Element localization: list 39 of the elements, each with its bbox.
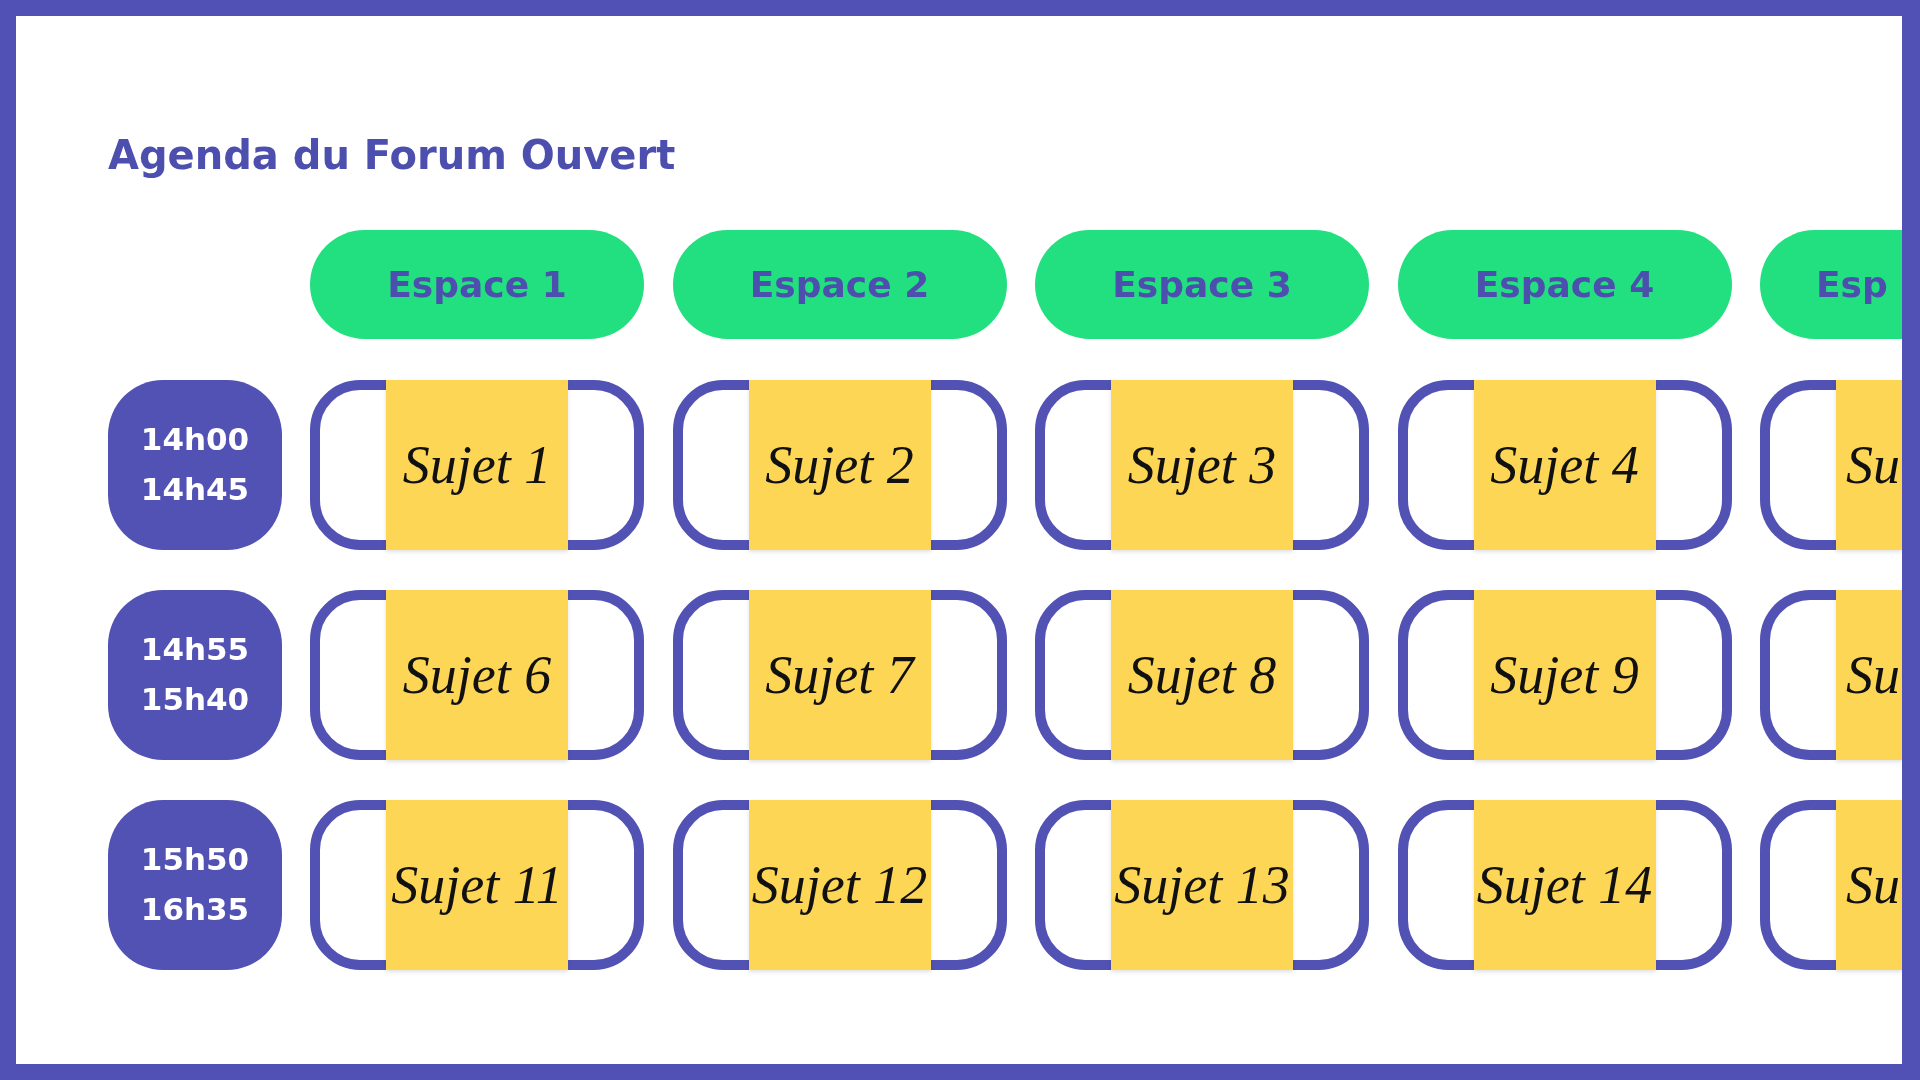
session-slot bbox=[672, 380, 1007, 550]
sticky-note: Sujet 3 bbox=[1111, 380, 1293, 550]
sticky-note: Sujet 6 bbox=[386, 590, 568, 760]
space-header: Espace 4 bbox=[1397, 230, 1732, 339]
session-slot bbox=[1035, 380, 1369, 550]
sticky-note: Su bbox=[1836, 800, 1902, 970]
sticky-note: Sujet 2 bbox=[748, 380, 931, 550]
session-slot bbox=[1760, 800, 1902, 970]
space-header: Espace 2 bbox=[672, 230, 1007, 339]
session-slot bbox=[1035, 800, 1369, 970]
session-slot bbox=[310, 800, 644, 970]
session-slot bbox=[1397, 380, 1732, 550]
session-slot bbox=[1760, 380, 1902, 550]
session-slot bbox=[672, 590, 1007, 760]
sticky-note: Sujet 13 bbox=[1111, 800, 1293, 970]
sticky-note: Sujet 4 bbox=[1473, 380, 1656, 550]
sticky-note: Sujet 14 bbox=[1473, 800, 1656, 970]
sticky-note: Sujet 1 bbox=[386, 380, 568, 550]
sticky-note: Su bbox=[1836, 380, 1902, 550]
space-header: Espace 1 bbox=[310, 230, 644, 339]
time-slot: 15h50 16h35 bbox=[108, 800, 282, 970]
title: Agenda du Forum Ouvert bbox=[108, 132, 676, 178]
sticky-note: Sujet 9 bbox=[1473, 590, 1656, 760]
time-slot: 14h55 15h40 bbox=[108, 590, 282, 760]
session-slot bbox=[310, 380, 644, 550]
sticky-note: Sujet 8 bbox=[1111, 590, 1293, 760]
space-header: Esp bbox=[1760, 230, 1902, 339]
sticky-note: Sujet 11 bbox=[386, 800, 568, 970]
space-header: Espace 3 bbox=[1035, 230, 1369, 339]
sticky-note: Sujet 7 bbox=[748, 590, 931, 760]
session-slot bbox=[310, 590, 644, 760]
session-slot bbox=[1397, 800, 1732, 970]
session-slot bbox=[1035, 590, 1369, 760]
session-slot bbox=[1760, 590, 1902, 760]
sticky-note: Su bbox=[1836, 590, 1902, 760]
session-slot bbox=[672, 800, 1007, 970]
sticky-note: Sujet 12 bbox=[748, 800, 931, 970]
session-slot bbox=[1397, 590, 1732, 760]
time-slot: 14h00 14h45 bbox=[108, 380, 282, 550]
